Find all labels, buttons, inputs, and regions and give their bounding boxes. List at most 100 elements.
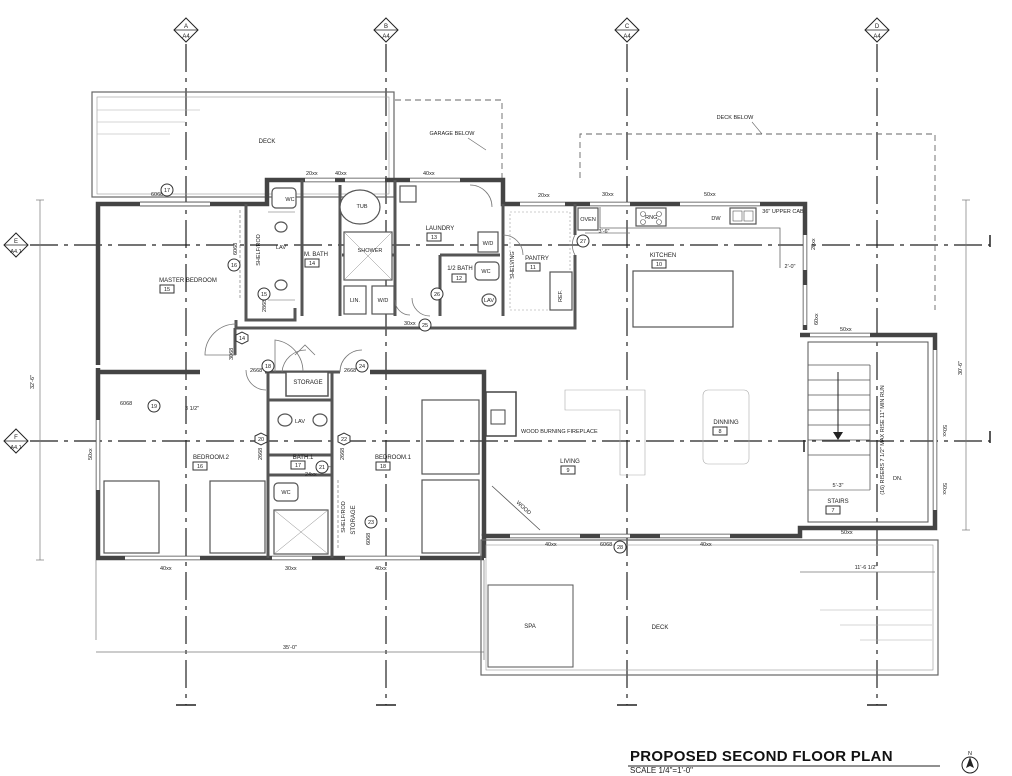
laundry-wd-label: W/D (483, 241, 494, 247)
kitchen-num: 10 (656, 262, 662, 268)
bath1-wc-label: WC (281, 490, 290, 496)
grid-marker-e: E A4.1 (3, 232, 29, 258)
master-bedroom-num: 15 (164, 287, 170, 293)
storage-vertical-label: STORAGE (351, 505, 357, 534)
door-window-tags: 17 16 15 14 18 24 19 20 21 22 23 25 26 2… (147, 183, 627, 554)
pantry-num: 11 (530, 265, 536, 271)
lbl-6068: 6068 (120, 401, 132, 407)
wd-label: W/D (378, 298, 389, 304)
master-bedroom-name: MASTER BEDROOM (159, 278, 217, 284)
grid-sheet: A4 (382, 34, 390, 40)
grid-marker-d: D A4 (864, 17, 890, 43)
deck-top-label: DECK (259, 139, 276, 145)
lbl-2668: 2668 (250, 368, 262, 374)
lav-label: LAV (276, 245, 286, 251)
tag-14: 14 (239, 336, 245, 342)
room-labels: MASTER BEDROOM 15 M. BATH 14 LAUNDRY 13 … (159, 226, 848, 535)
lbl-6068: 6068 (233, 243, 239, 255)
grid-marker-f: F A4.1 (3, 428, 29, 454)
lbl-3-half: 3 1/2" (185, 406, 199, 412)
lbl-50xx: 50xx (840, 327, 852, 333)
dw-label: DW (711, 216, 721, 222)
lbl-40xx: 40xx (375, 566, 387, 572)
shelf-rod-label: SHELF/ROD (256, 234, 262, 266)
dim-35-0: 35'-0" (283, 645, 297, 651)
living-num: 9 (566, 468, 569, 474)
bath1-num: 17 (295, 463, 301, 469)
fireplace-label: WOOD BURNING FIREPLACE (521, 429, 598, 435)
lin-label: LIN. (350, 298, 361, 304)
bedroom2-num: 16 (197, 464, 203, 470)
plan-scale: SCALE 1/4"=1'-0" (630, 766, 694, 775)
lbl-30xx: 30xx (602, 192, 614, 198)
deck-below-label: DECK BELOW (717, 115, 754, 121)
storage-hall: STORAGE (285, 371, 329, 397)
lbl-40xx: 40xx (160, 566, 172, 572)
grid-sheet: A4 (623, 34, 631, 40)
dim-3-6: 3'-6" (599, 229, 610, 235)
shower-label: SHOWER (358, 248, 383, 254)
lbl-50xx: 50xx (88, 448, 94, 460)
dim-11-6: 11'-6 1/2" (855, 565, 878, 571)
lbl-20xx: 20xx (811, 238, 817, 250)
half-bath-wc-label: WC (481, 269, 490, 275)
wood-box-label: WOOD (515, 500, 532, 516)
dim-5-3: 5'-3" (833, 483, 844, 489)
ref-label: REF. (558, 290, 564, 302)
top-deck: DECK (91, 91, 395, 198)
stairs: DN. (16) RISERS 7 1/2" MAX RISE 11" MIN … (803, 341, 929, 523)
m-bath-name: M. BATH (304, 252, 328, 258)
grid-lines (30, 44, 990, 705)
laundry-name: LAUNDRY (426, 226, 455, 232)
beds (103, 399, 480, 554)
lbl-2468: 2668 (258, 448, 264, 460)
lbl-2668: 2668 (344, 368, 356, 374)
oven-label: OVEN (580, 217, 596, 223)
grid-sheet: A4.1 (10, 445, 21, 451)
dn-label: DN. (893, 476, 903, 482)
dimension-lines: 32'-6" 30'-6" 35'-0" 11'-6 1/2" 5'-3" 3'… (30, 199, 970, 660)
grid-letter: F (14, 435, 18, 441)
half-bath-num: 12 (456, 276, 462, 282)
garage-below-label: GARAGE BELOW (430, 131, 476, 137)
plan-title: PROPOSED SECOND FLOOR PLAN (630, 748, 893, 765)
grid-letter: B (384, 24, 388, 30)
pantry-name: PANTRY (525, 256, 549, 262)
tag-17: 17 (164, 188, 170, 194)
tag-24: 24 (359, 364, 365, 370)
dining-name: DINNING (713, 420, 739, 426)
grid-letter: A (184, 24, 188, 30)
lbl-50xx: 50xx (704, 192, 716, 198)
laundry-fixtures: W/D WC LAV (399, 185, 500, 307)
fireplace: WOOD BURNING FIREPLACE (485, 391, 598, 437)
lbl-6068: 6068 (151, 192, 163, 198)
lbl-50xx: 50xx (941, 425, 947, 437)
risers-label: (16) RISERS 7 1/2" MAX RISE 11" MIN RUN (880, 385, 886, 495)
half-bath-lav-label: LAV (484, 298, 494, 304)
half-bath-name: 1/2 BATH (447, 266, 473, 272)
lbl-20xx: 20xx (306, 171, 318, 177)
lbl-40xx: 40xx (335, 171, 347, 177)
dim-2-0: 2'-0" (785, 264, 796, 270)
grid-letter: D (875, 24, 880, 30)
m-bath-num: 14 (309, 261, 315, 267)
grid-marker-a: A A4 (173, 17, 199, 43)
lbl-30xx: 30xx (285, 566, 297, 572)
lbl-6068: 6068 (600, 542, 612, 548)
tag-27: 27 (580, 239, 586, 245)
bedroom1-name: BEDROOM.1 (375, 455, 412, 461)
tag-22: 22 (341, 437, 347, 443)
opening-labels: 6068 20xx 40xx 40xx 20xx 30xx 50xx 20xx … (88, 171, 947, 572)
bath1-name: BATH.1 (293, 455, 314, 461)
upper-cab-label: 36" UPPER CAB (762, 209, 804, 215)
doors (204, 184, 576, 391)
living-name: LIVING (560, 459, 580, 465)
grid-letter: E (14, 239, 18, 245)
lbl-40xx: 40xx (423, 171, 435, 177)
bath1-fixtures: LAV WC (273, 413, 329, 555)
tag-25: 25 (422, 323, 428, 329)
tag-19: 19 (151, 404, 157, 410)
lbl-50xx: 50xx (941, 483, 947, 495)
bedroom2-name: BEDROOM.2 (193, 455, 230, 461)
